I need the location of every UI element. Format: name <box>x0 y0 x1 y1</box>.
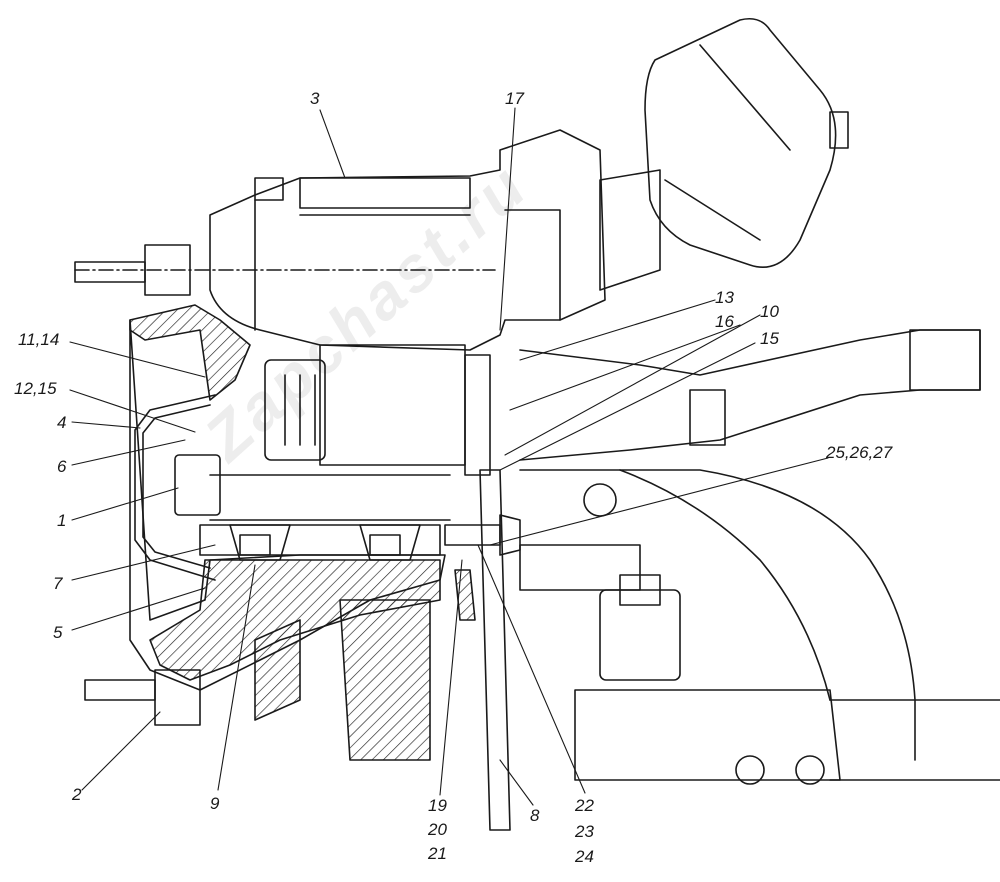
brake-disc <box>454 469 511 831</box>
callout-20: 20 <box>428 820 447 839</box>
callout-25-26-27: 25,26,27 <box>826 443 893 462</box>
bearings <box>229 524 421 561</box>
callout-21: 21 <box>428 844 447 863</box>
hub-cap <box>134 394 216 581</box>
steering-knuckle <box>519 329 981 761</box>
callout-16: 16 <box>715 312 734 331</box>
callout-2: 2 <box>72 785 82 804</box>
callout-23: 23 <box>575 822 594 841</box>
axle-shaft <box>174 454 451 556</box>
callout-12-15: 12,15 <box>14 379 57 398</box>
leader-lines <box>69 107 829 806</box>
callout-19: 19 <box>428 796 447 815</box>
callout-8: 8 <box>530 806 540 825</box>
callout-24: 24 <box>575 847 594 866</box>
callout-3: 3 <box>310 89 320 108</box>
callout-6: 6 <box>57 457 67 476</box>
callout-17: 17 <box>505 89 524 108</box>
wheel-studs <box>74 244 201 726</box>
callout-7: 7 <box>53 574 63 593</box>
callout-11-14: 11,14 <box>18 330 60 349</box>
callout-9: 9 <box>210 794 220 813</box>
hub-section <box>129 304 446 761</box>
callout-13: 13 <box>715 288 734 307</box>
callout-15: 15 <box>760 329 779 348</box>
callout-4: 4 <box>57 413 67 432</box>
disc-area <box>264 344 491 476</box>
tie-rod-end <box>519 544 1000 785</box>
callout-5: 5 <box>53 623 63 642</box>
callout-1: 1 <box>57 511 67 530</box>
brake-chamber <box>599 17 849 291</box>
callout-22: 22 <box>575 796 594 815</box>
callout-10: 10 <box>760 302 779 321</box>
